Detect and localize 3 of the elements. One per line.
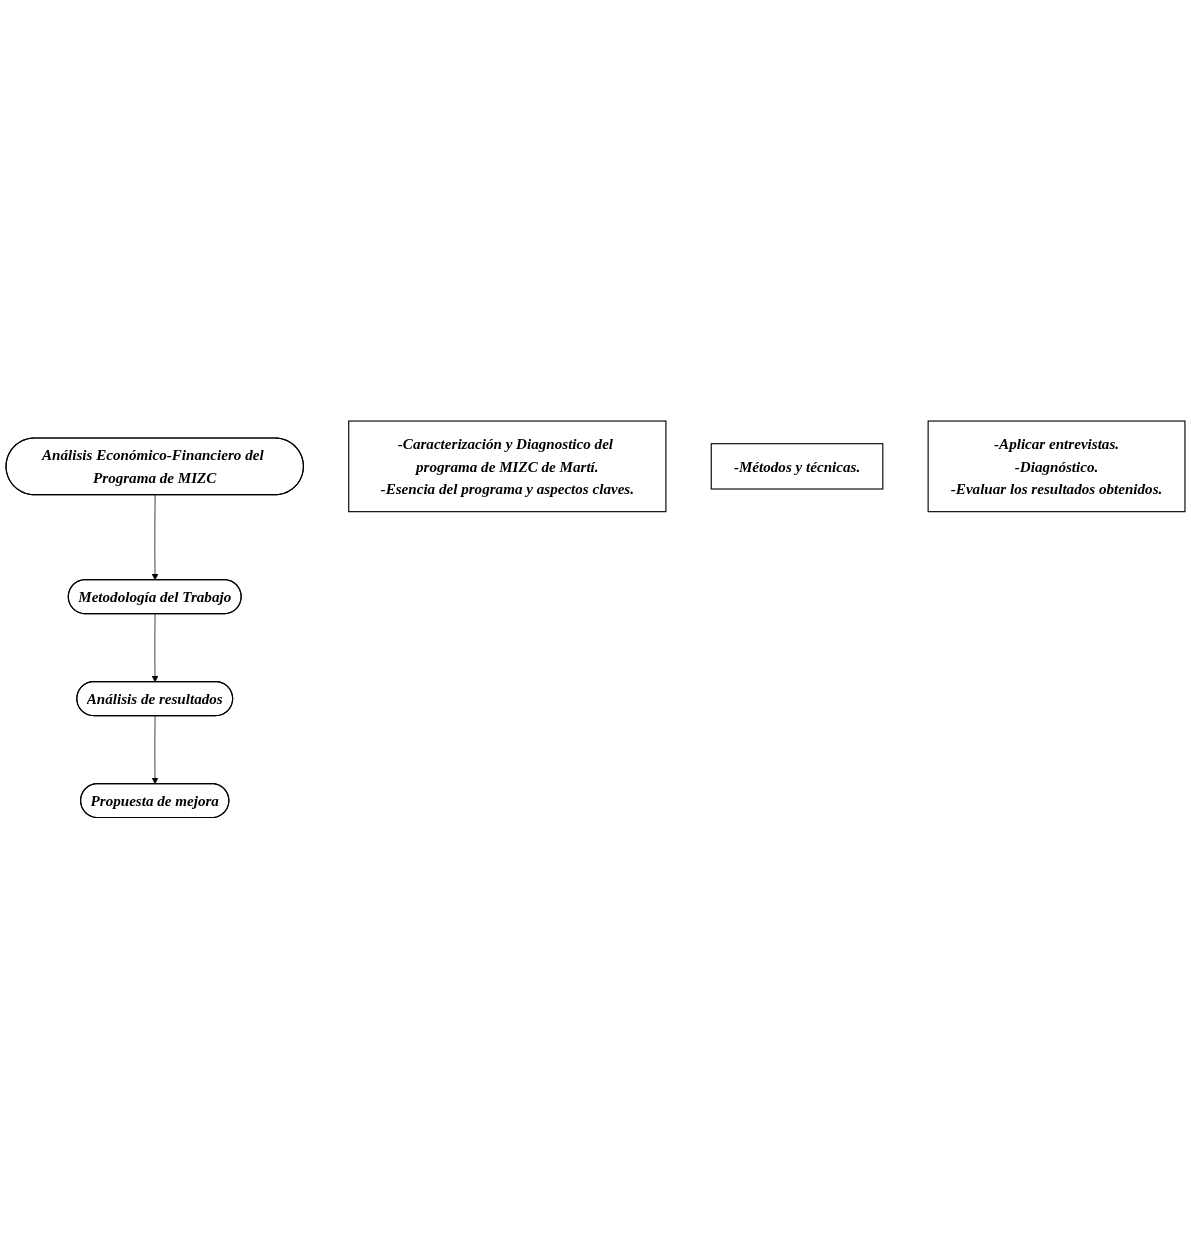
- node-box: -Aplicar entrevistas. -Diagnóstico. -Evaluar los resultados obtenidos.: [927, 420, 1186, 513]
- node-box: -Caracterización y Diagnostico del programa de MIZC de Martí. -Esencia del programa y aspectos claves.: [348, 420, 667, 513]
- node-box: -Métodos y técnicas.: [710, 443, 884, 490]
